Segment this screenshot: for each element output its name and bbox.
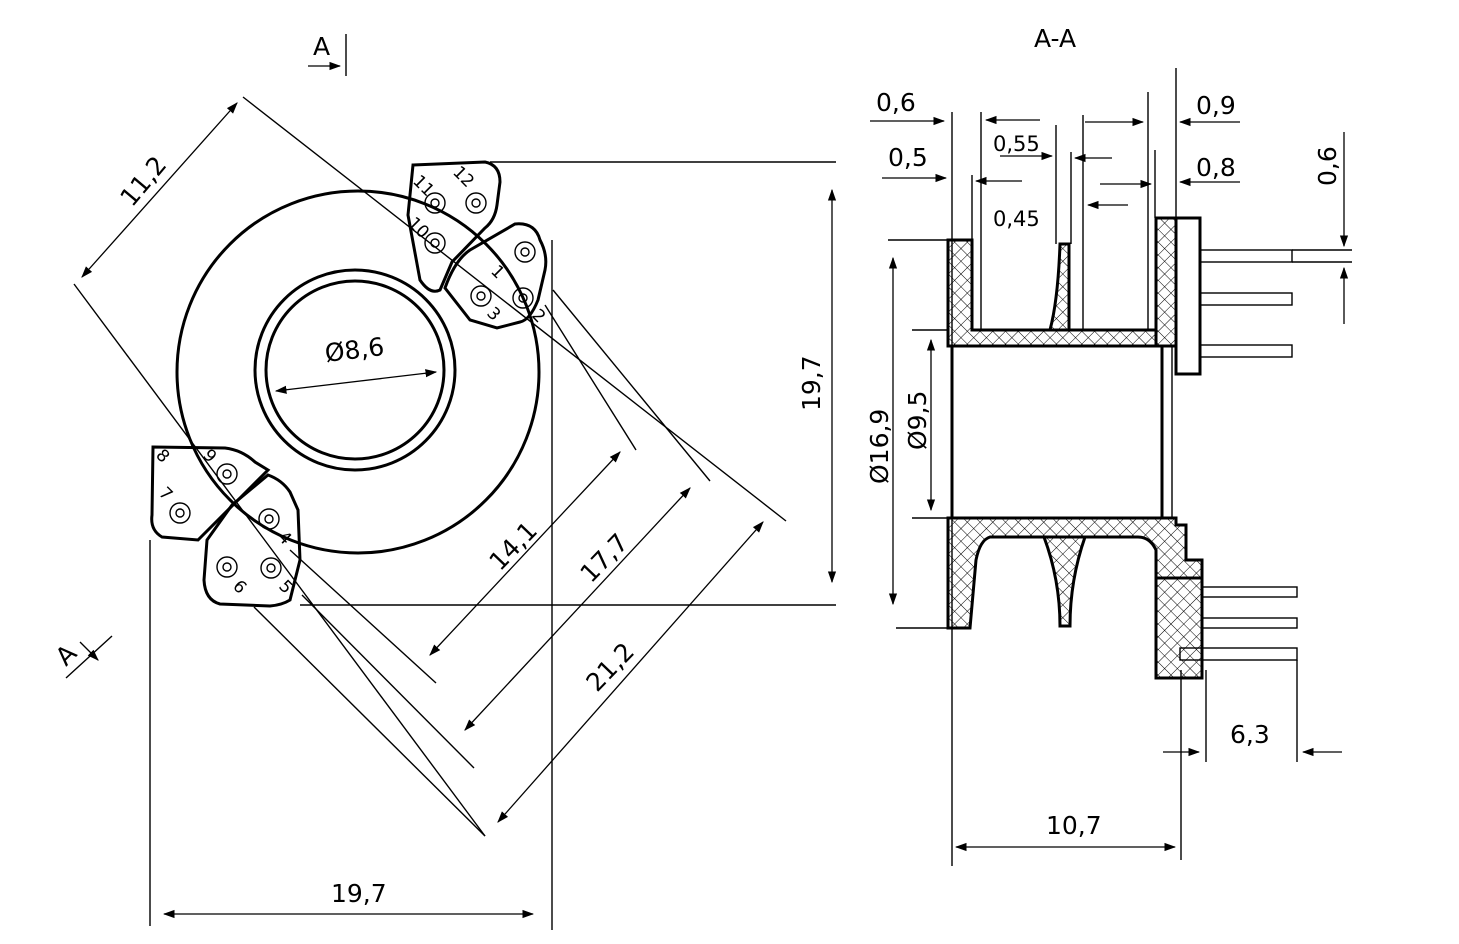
upper-pin-1 (1199, 249, 1293, 263)
pin-markers (169, 192, 536, 579)
section-marker-letter-top: A (313, 32, 330, 61)
front-view: A A Ø8,6 (50, 32, 837, 930)
section-title: A-A (1034, 24, 1076, 53)
section-marker-bottom: A (50, 635, 113, 679)
bore-outer (253, 268, 457, 472)
pin-number-6: 6 (228, 576, 250, 598)
dim-0-55: 0,55 (993, 132, 1040, 156)
dim-inner-diameter: Ø8,6 (323, 332, 386, 368)
lower-pin-2 (1201, 617, 1298, 629)
lower-pin-1 (1201, 586, 1298, 598)
flange-outline (175, 189, 541, 555)
dim-tube-diameter: Ø9,5 (903, 391, 932, 450)
pin-block-upper-left (406, 160, 502, 293)
pin-number-8: 8 (151, 445, 173, 467)
section-view: A-A (865, 24, 1352, 866)
dim-0-8: 0,8 (1196, 153, 1236, 182)
pin-number-12: 12 (448, 162, 477, 191)
lower-pin-base-section (1154, 576, 1204, 680)
pin-number-2: 2 (527, 305, 549, 327)
bobbin-tube (950, 344, 1164, 520)
dim-11-2: 11,2 (114, 151, 172, 212)
dim-10-7: 10,7 (1046, 811, 1102, 840)
dim-0-45: 0,45 (993, 207, 1040, 231)
pin-number-4: 4 (273, 527, 295, 549)
dim-0-6-vertical: 0,6 (1313, 146, 1342, 186)
dim-height-19-7: 19,7 (797, 355, 826, 411)
lower-flange-section (946, 516, 1204, 630)
dim-21-2: 21,2 (580, 637, 640, 697)
dim-0-5: 0,5 (888, 143, 928, 172)
dim-0-9: 0,9 (1196, 91, 1236, 120)
lower-separator (1041, 535, 1088, 628)
dim-6-3: 6,3 (1230, 720, 1270, 749)
upper-pin-base (1174, 216, 1202, 376)
pin-block-lower-right (202, 473, 302, 608)
upper-right-wall-section (1154, 216, 1178, 348)
bore-inner (264, 279, 446, 461)
pin-block-upper-right (443, 222, 548, 330)
dim-14-1: 14,1 (483, 516, 543, 576)
upper-pin-2 (1199, 292, 1293, 306)
pin-number-5: 5 (274, 576, 296, 598)
section-marker-letter-bottom: A (50, 639, 83, 672)
pin-number-7: 7 (154, 483, 176, 505)
lower-pin-3 (1179, 647, 1298, 661)
dim-0-6-top: 0,6 (876, 88, 916, 117)
dim-outer-diameter: Ø16,9 (865, 409, 894, 484)
dim-width-19-7: 19,7 (331, 879, 387, 908)
upper-separator (1048, 242, 1071, 332)
pin-number-1: 1 (486, 261, 508, 283)
section-marker-top: A (308, 32, 347, 76)
pin-number-3: 3 (482, 303, 504, 325)
upper-pin-3 (1199, 344, 1293, 358)
